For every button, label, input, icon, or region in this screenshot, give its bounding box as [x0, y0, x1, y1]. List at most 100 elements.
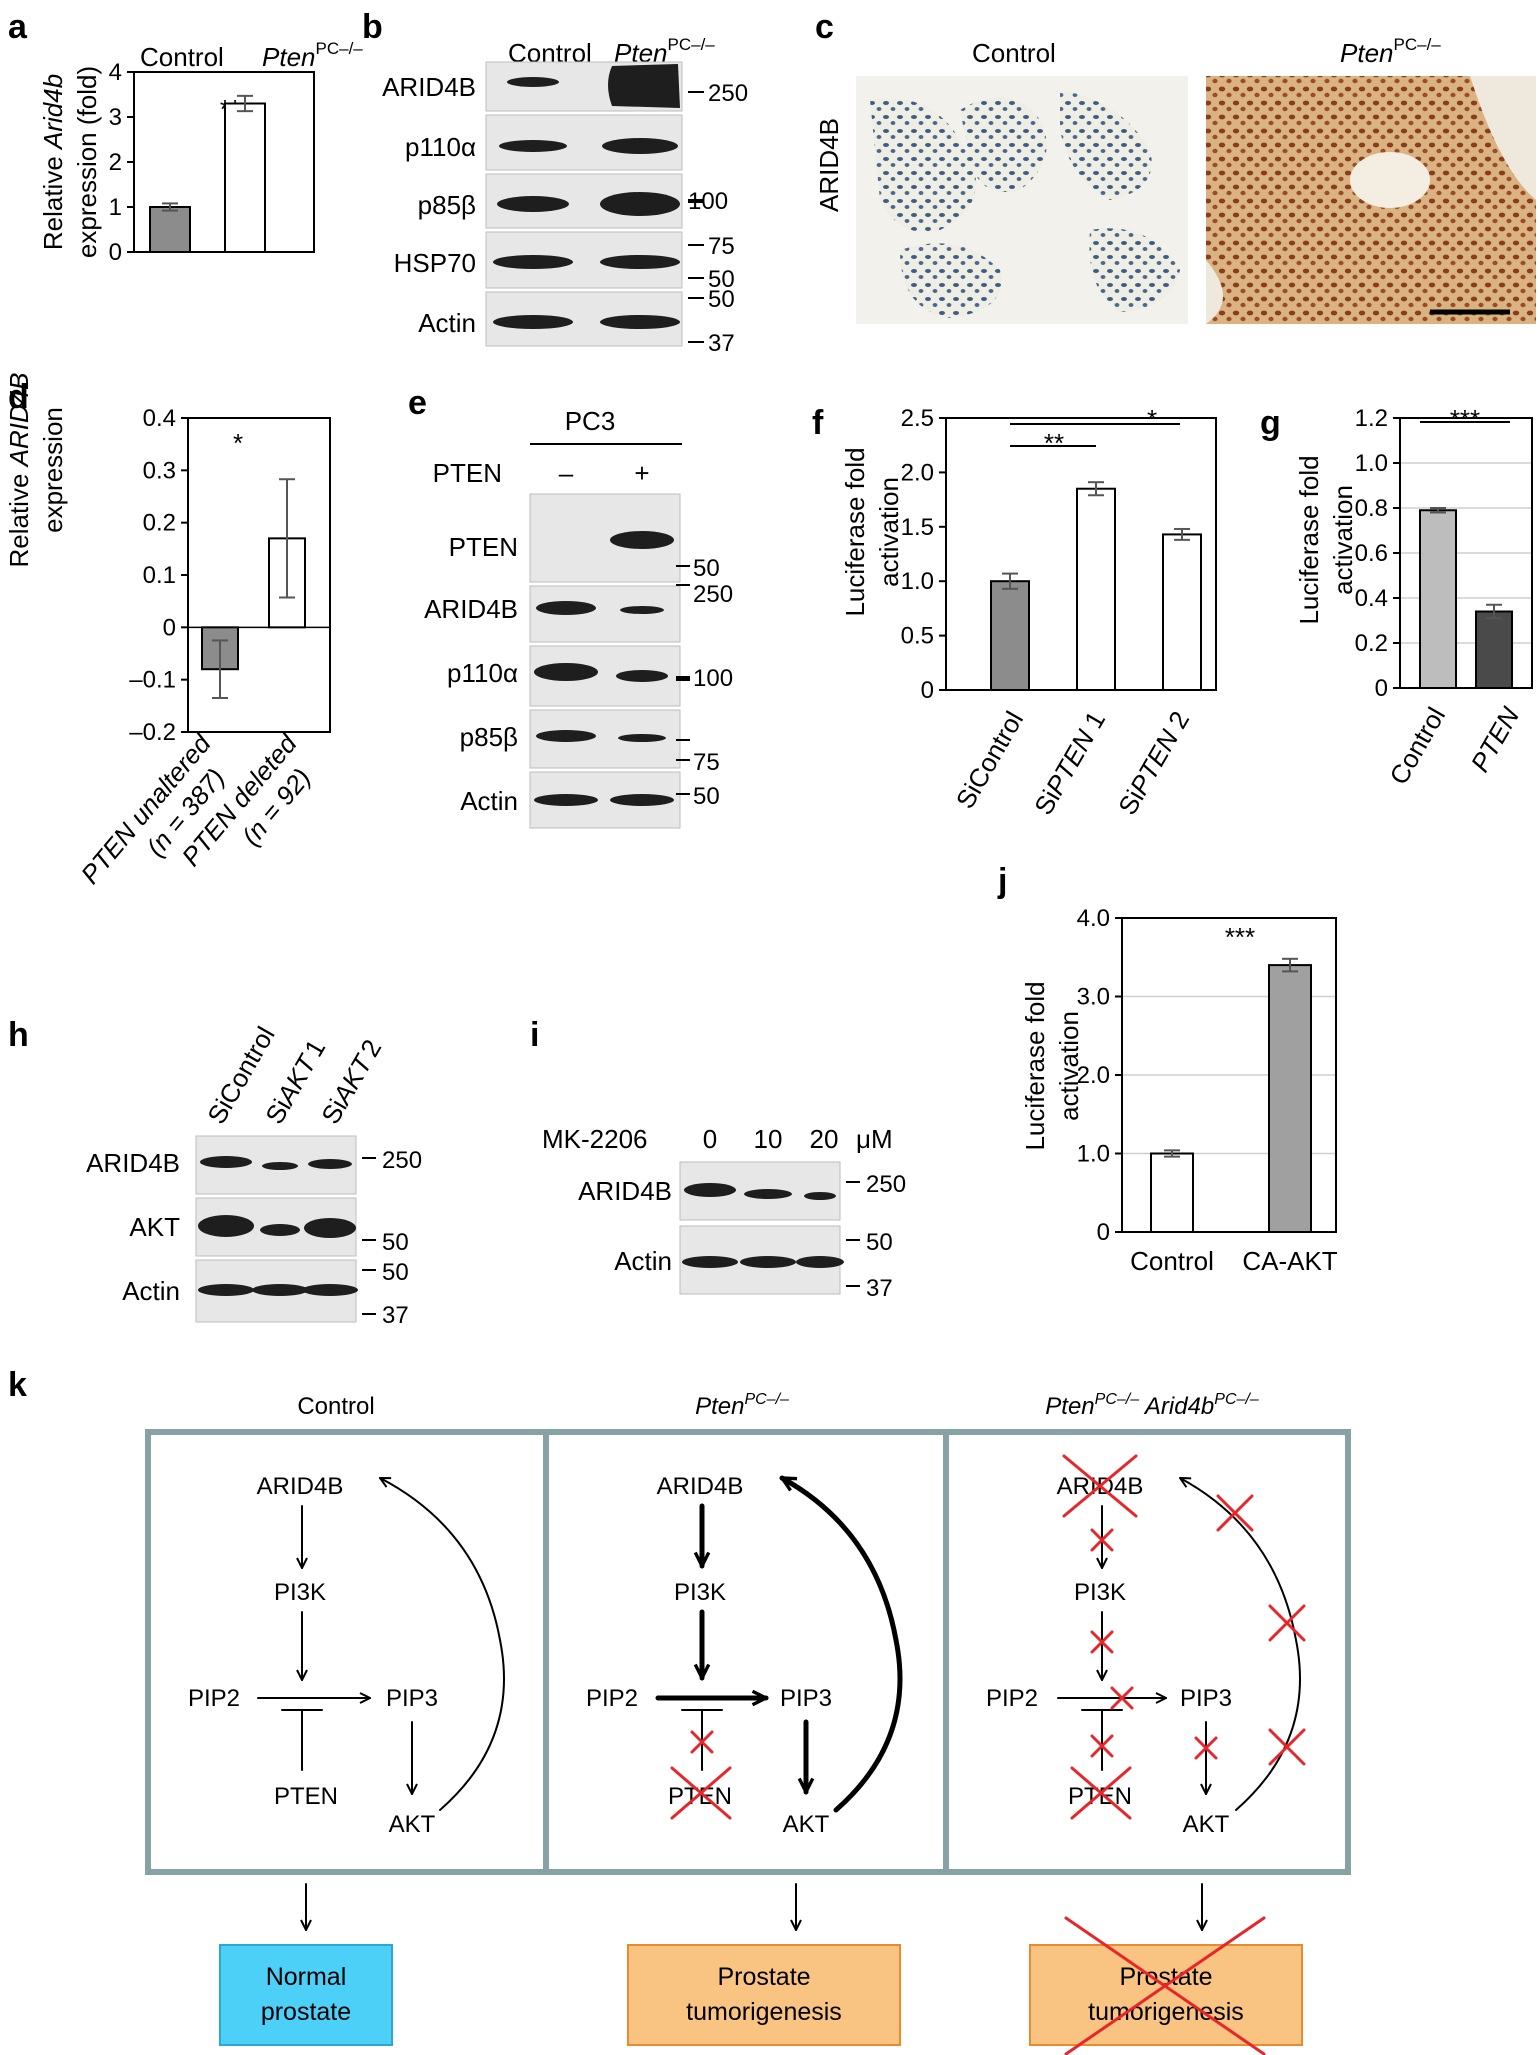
bar	[224, 102, 266, 253]
panel-i-dose-2: 20	[810, 1124, 839, 1154]
y-tick-label: 0.2	[143, 510, 176, 537]
panel-a-ylabel-2: expression (fold)	[72, 66, 102, 258]
panel-g: g Luciferase fold activation *** Control…	[1260, 404, 1533, 790]
panel-i-drug: MK-2206	[542, 1124, 648, 1154]
panel-h-mw-ticks	[362, 1157, 376, 1315]
mw-label: 50	[866, 1229, 893, 1256]
panel-a-ylabel-1: Relative Arid4b	[38, 74, 68, 250]
mw-label: 250	[708, 80, 748, 107]
panel-e-row-actin: Actin	[460, 786, 518, 816]
mw-label: 50	[693, 783, 720, 810]
k-node-pip2: PIP2	[188, 1685, 240, 1712]
band	[262, 1162, 298, 1170]
panel-f-label: f	[812, 404, 824, 442]
mw-label: 50	[708, 286, 735, 313]
panel-f-cat-2: SiPTEN 1	[1028, 706, 1111, 820]
y-tick-label: 2.0	[901, 459, 934, 486]
k-pathway-double: ARID4B PI3K PIP2 PIP3 PTEN AKT	[986, 1454, 1306, 1838]
k-outcome-tumor-1: Prostate	[717, 1963, 810, 1991]
panel-c-col-control: Control	[972, 38, 1056, 68]
panel-i-blots	[679, 1161, 844, 1295]
band	[260, 1224, 300, 1236]
k-box-control	[145, 1429, 549, 1875]
panel-g-cat-2: PTEN	[1465, 702, 1526, 777]
y-tick-label: 4	[109, 59, 122, 86]
panel-a: a Control PtenPC–/– Relative Arid4b expr…	[8, 8, 363, 266]
k-feedback-arrow	[380, 1478, 505, 1811]
k-node-akt: AKT	[389, 1811, 436, 1838]
y-tick-label: 1.0	[1355, 450, 1388, 477]
k-box-pten	[543, 1429, 949, 1875]
k-outcome-tumor-2: tumorigenesis	[686, 1998, 842, 2026]
bar	[1162, 533, 1202, 692]
panel-f-ylabel-2: activation	[874, 477, 904, 587]
panel-k: k Control PtenPC–/– PtenPC–/– Arid4bPC–/…	[8, 1366, 1351, 2055]
panel-g-ylabel-2: activation	[1328, 485, 1358, 595]
panel-j: j Luciferase fold activation *** Control…	[997, 862, 1338, 1276]
k-cross	[1194, 1736, 1218, 1760]
k-cross	[1268, 1604, 1306, 1642]
plot-frame	[187, 417, 331, 733]
panel-a-col-pten: PtenPC–/–	[262, 39, 363, 72]
band	[796, 1256, 844, 1268]
panel-i-mw-ticks	[846, 1181, 860, 1287]
panel-b-blots	[485, 61, 683, 347]
bar	[1419, 509, 1457, 689]
y-tick-label: 0.3	[143, 457, 176, 484]
panel-d-label: d	[8, 378, 29, 416]
panel-g-label: g	[1260, 404, 1281, 442]
k-cross	[1216, 1494, 1254, 1532]
k-cross	[690, 1730, 714, 1754]
panel-e-plus: +	[634, 458, 649, 488]
panel-j-cat-1: Control	[1130, 1246, 1214, 1276]
chart-g: 00.20.40.60.81.01.2	[1355, 405, 1533, 702]
panel-b-row-p110a: p110α	[405, 132, 476, 162]
panel-d-significance: *	[233, 428, 243, 458]
k-cross	[1268, 1728, 1306, 1766]
y-tick-label: 0.4	[143, 405, 176, 432]
panel-k-title-3: PtenPC–/– Arid4bPC–/–	[1045, 1391, 1259, 1420]
panel-i: i MK-2206 0 10 20 μM ARID4B Actin 250 50…	[530, 1016, 906, 1302]
mw-label: 100	[688, 188, 728, 215]
k-cross	[1090, 1734, 1114, 1758]
band	[618, 734, 666, 742]
y-tick-label: 3.0	[1077, 984, 1110, 1011]
k-outcome-tumor-blocked	[1029, 1944, 1303, 2046]
chart-j: 01.02.03.04.0	[1077, 905, 1337, 1246]
band	[602, 138, 678, 154]
panel-e-cell: PC3	[565, 406, 616, 436]
y-tick-label: 4.0	[1077, 905, 1110, 932]
band	[493, 315, 573, 329]
y-tick-label: 1.0	[901, 568, 934, 595]
panel-j-cat-2: CA-AKT	[1242, 1246, 1337, 1276]
panel-g-cat-1: Control	[1383, 702, 1451, 790]
panel-h-row-arid4b: ARID4B	[86, 1148, 180, 1178]
y-tick-label: –0.1	[129, 667, 176, 694]
band	[302, 1284, 358, 1296]
panel-k-title-2: PtenPC–/–	[695, 1391, 789, 1420]
panel-b: b Control PtenPC–/– ARID4B p110α p85β HS…	[362, 8, 748, 357]
mw-label: 250	[693, 581, 733, 608]
panel-i-unit: μM	[856, 1124, 893, 1154]
chart-f: 00.51.01.52.02.5	[901, 405, 1217, 704]
k-feedback-arrow	[782, 1475, 903, 1813]
panel-e-blots	[529, 493, 681, 829]
y-tick-label: 0	[1375, 675, 1388, 702]
band	[610, 531, 674, 549]
mw-label: 37	[382, 1302, 409, 1329]
band	[493, 255, 573, 269]
k-node-pip3: PIP3	[1180, 1685, 1232, 1712]
y-tick-label: 0.1	[143, 562, 176, 589]
panel-b-mw-ticks	[688, 91, 704, 343]
band	[744, 1189, 792, 1199]
k-feedback-arrow	[1180, 1478, 1301, 1811]
k-box-double	[943, 1429, 1351, 1875]
band	[499, 140, 567, 152]
k-node-akt: AKT	[783, 1811, 830, 1838]
panel-i-dose-0: 0	[703, 1124, 717, 1154]
k-outcome-cross	[1064, 1916, 1266, 2055]
bar	[1268, 964, 1312, 1233]
panel-k-title-1: Control	[297, 1393, 374, 1420]
panel-c-col-pten: PtenPC–/–	[1340, 35, 1441, 68]
mw-label: 37	[866, 1275, 893, 1302]
